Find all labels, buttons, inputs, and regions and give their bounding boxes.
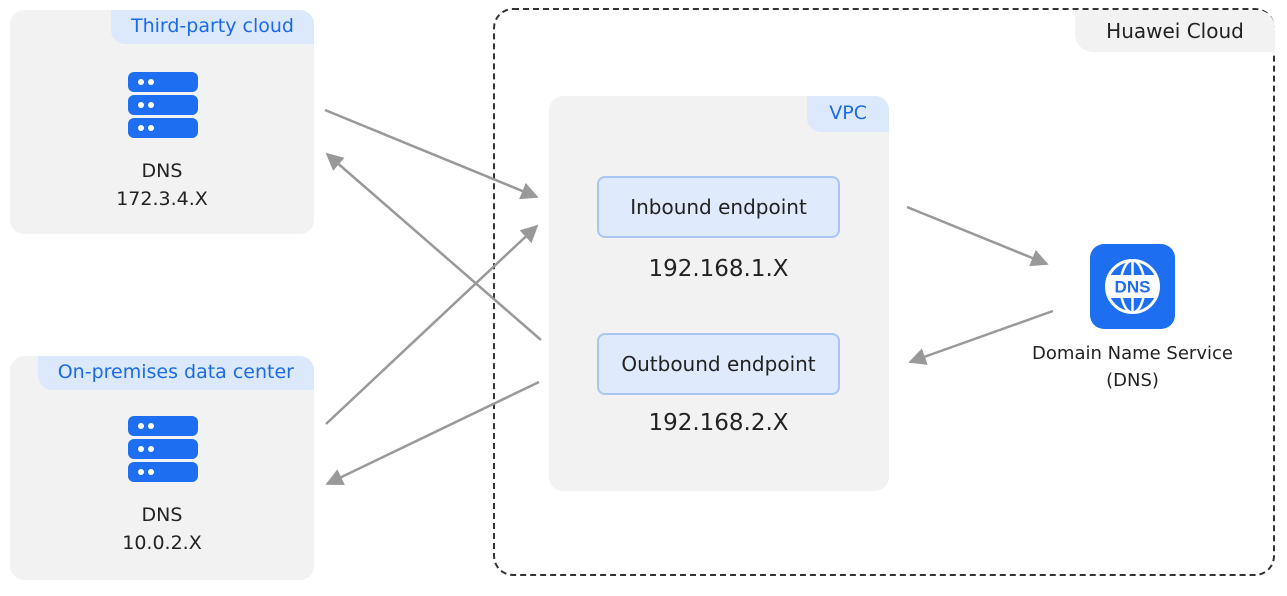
third-party-cloud-panel: Third-party cloud DNS 172.3.4.X <box>10 10 314 234</box>
third-party-cloud-tag: Third-party cloud <box>110 10 314 44</box>
on-premises-dns-name: DNS <box>141 504 183 526</box>
inbound-endpoint-ip: 192.168.1.X <box>648 256 789 282</box>
outbound-endpoint: Outbound endpoint <box>597 333 840 395</box>
dns-globe-icon: DNS <box>1090 244 1175 329</box>
arrow-outbound-to-on-prem <box>325 380 540 486</box>
arrow-third-party-to-inbound <box>324 108 539 200</box>
third-party-dns-name: DNS <box>141 160 183 182</box>
dns-service-label: Domain Name Service (DNS) <box>1010 340 1255 394</box>
outbound-endpoint-ip: 192.168.2.X <box>648 410 789 436</box>
on-premises-dns-ip: 10.0.2.X <box>122 532 202 554</box>
third-party-dns-ip: 172.3.4.X <box>116 188 208 210</box>
dns-server-icon <box>128 416 198 485</box>
dns-server-icon <box>128 72 198 141</box>
dns-service-label-line1: Domain Name Service <box>1032 343 1233 364</box>
arrow-dns-to-outbound <box>908 309 1054 365</box>
inbound-endpoint: Inbound endpoint <box>597 176 840 238</box>
dns-icon-text: DNS <box>1115 278 1151 297</box>
arrow-on-prem-to-inbound <box>325 224 539 425</box>
huawei-cloud-tag: Huawei Cloud <box>1075 10 1275 52</box>
on-premises-tag: On-premises data center <box>37 356 314 390</box>
dns-service-label-line2: (DNS) <box>1106 370 1159 391</box>
vpc-tag: VPC <box>807 96 889 132</box>
arrow-inbound-to-dns <box>906 205 1049 267</box>
huawei-cloud-boundary <box>493 8 1275 576</box>
vpc-panel: VPC <box>549 96 889 491</box>
on-premises-panel: On-premises data center DNS 10.0.2.X <box>10 356 314 580</box>
arrow-outbound-to-third-party <box>325 152 542 341</box>
